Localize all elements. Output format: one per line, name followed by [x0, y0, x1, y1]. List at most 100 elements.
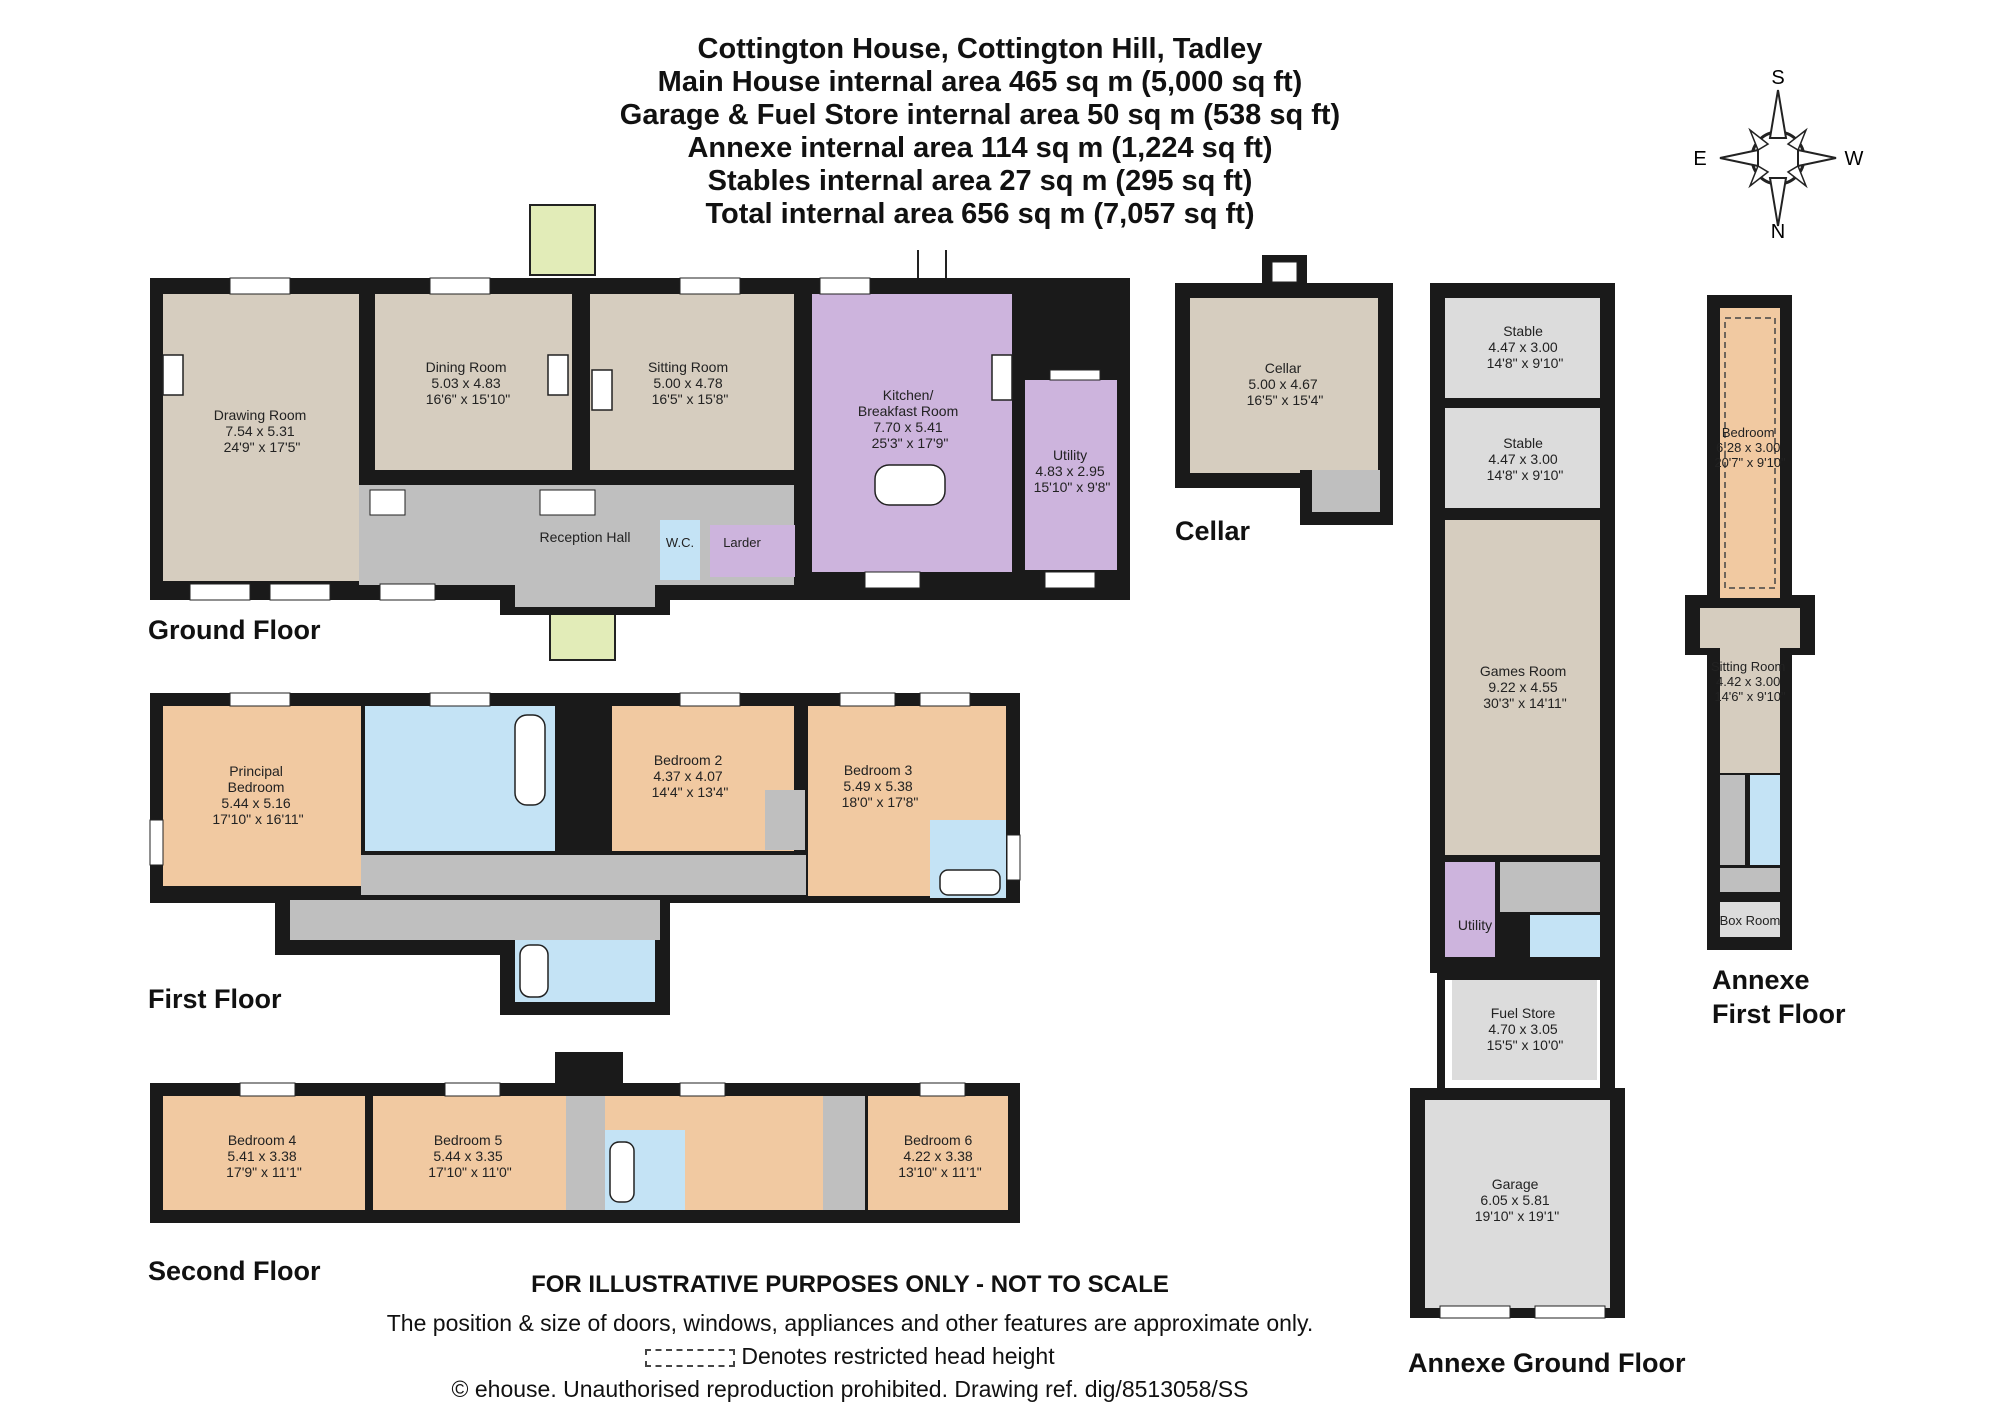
box-room-name: Box Room	[1720, 913, 1781, 928]
plan-footer: FOR ILLUSTRATIVE PURPOSES ONLY - NOT TO …	[300, 1268, 1400, 1406]
annexe-sitting-imperial: 14'6" x 9'10"	[1714, 689, 1786, 704]
games-room-metric: 9.22 x 4.55	[1488, 679, 1557, 695]
drawing-room-name: Drawing Room	[214, 407, 307, 423]
svg-text:Stable 4.47 x 3.00: Stable 4.47 x 3.00 14'8" x 9'10"	[1487, 435, 1564, 483]
garage	[1425, 1100, 1610, 1308]
annexe-first-floor-label-1: Annexe	[1712, 965, 1810, 995]
annexe-bedroom	[1720, 308, 1780, 598]
games-room	[1445, 520, 1600, 855]
svg-text:Bedroom 3 5.49 x 5.38: Bedroom 3 5.49 x 5.38 18'0" x 17'8"	[842, 762, 919, 810]
restricted-height-outline	[1724, 317, 1776, 589]
fuel-store-metric: 4.70 x 3.05	[1488, 1021, 1557, 1037]
bedroom-2-name: Bedroom 2	[654, 752, 723, 768]
svg-text:Bedroom 5 5.44 x 3.35: Bedroom 5 5.44 x 3.35 17'10" x 11'0"	[428, 1132, 512, 1180]
ground-floor-plan: Drawing Room 7.54 x 5.31 24'9" x 17'5" D…	[150, 204, 1130, 661]
disclaimer-title: FOR ILLUSTRATIVE PURPOSES ONLY - NOT TO …	[531, 1271, 1169, 1298]
total-area: Total internal area 656 sq m (7,057 sq f…	[705, 198, 1255, 230]
svg-text:Bedroom 6.28 x 3.00: Bedroom 6.28 x 3.00 20'7" x 9'10"	[1714, 425, 1786, 470]
drawing-room-metric: 7.54 x 5.31	[225, 423, 294, 439]
cellar-imperial: 16'5" x 15'4"	[1247, 392, 1324, 408]
stable-1-metric: 4.47 x 3.00	[1488, 339, 1557, 355]
property-title: Cottington House, Cottington Hill, Tadle…	[697, 33, 1263, 65]
principal-name-2: Bedroom	[228, 779, 285, 795]
principal-bedroom	[163, 706, 361, 886]
annexe-first-floor-plan: Bedroom 6.28 x 3.00 20'7" x 9'10" Sittin…	[1685, 295, 1815, 950]
annexe-bedroom-name: Bedroom	[1722, 425, 1775, 440]
fuel-store-name: Fuel Store	[1491, 1005, 1556, 1021]
bedroom-4-metric: 5.41 x 3.38	[227, 1148, 296, 1164]
sitting-room-imperial: 16'5" x 15'8"	[652, 391, 729, 407]
kitchen-name-2: Breakfast Room	[858, 403, 958, 419]
svg-text:Drawing Room 7.54 x 5.31: Drawing Room 7.54 x 5.31 24'9" x 17'5"	[214, 407, 310, 455]
cellar-room	[1190, 298, 1378, 473]
dining-room-imperial: 16'6" x 15'10"	[426, 391, 511, 407]
games-room-imperial: 30'3" x 14'11"	[1483, 695, 1567, 711]
bedroom-3-imperial: 18'0" x 17'8"	[842, 794, 919, 810]
bedroom-5-imperial: 17'10" x 11'0"	[428, 1164, 512, 1180]
svg-text:Sitting Room 5.00 x 4.78: Sitting Room 5.00 x 4.78 16'5" x 15'8"	[648, 359, 732, 407]
kitchen-breakfast-room	[812, 294, 1012, 572]
box-room	[1720, 902, 1780, 937]
annexe-sitting-name: Sitting Room	[1711, 659, 1785, 674]
fuel-store	[1452, 980, 1597, 1080]
first-floor-landing	[361, 855, 806, 895]
drawing-room	[163, 294, 359, 581]
sitting-room	[590, 294, 794, 470]
bedroom-3-metric: 5.49 x 5.38	[843, 778, 912, 794]
bedroom-5	[373, 1096, 566, 1210]
reception-hall-name: Reception Hall	[539, 529, 630, 545]
bedroom-6-metric: 4.22 x 3.38	[903, 1148, 972, 1164]
bedroom-6-imperial: 13'10" x 11'1"	[898, 1164, 982, 1180]
stable-1-name: Stable	[1503, 323, 1543, 339]
utility-name: Utility	[1053, 447, 1087, 463]
compass-rose-icon: S N E W	[1693, 68, 1864, 238]
annexe-ground-floor-label: Annexe Ground Floor	[1408, 1348, 1686, 1378]
copyright-text: © ehouse. Unauthorised reproduction proh…	[451, 1376, 1249, 1402]
stable-1-imperial: 14'8" x 9'10"	[1487, 355, 1564, 371]
svg-text:Principal Bedroom: Principal Bedroom 5.44 x 5.16 17'10" x 1…	[212, 763, 303, 827]
second-floor-label: Second Floor	[148, 1256, 321, 1286]
restricted-height-text: Denotes restricted head height	[741, 1343, 1055, 1369]
principal-metric: 5.44 x 5.16	[221, 795, 290, 811]
larder-name: Larder	[723, 535, 761, 550]
dining-room-metric: 5.03 x 4.83	[431, 375, 500, 391]
cellar-plan: Cellar 5.00 x 4.67 16'5" x 15'4"	[1175, 255, 1393, 525]
svg-text:Kitchen/ Breakfast Room: Kitchen/ Breakfast Room 7.70 x 5.41 25'3…	[858, 387, 962, 451]
stable-2-name: Stable	[1503, 435, 1543, 451]
stable-1	[1445, 298, 1600, 398]
bedroom-5-metric: 5.44 x 3.35	[433, 1148, 502, 1164]
bedroom-6-name: Bedroom 6	[904, 1132, 973, 1148]
bedroom-6	[868, 1096, 1008, 1210]
kitchen-metric: 7.70 x 5.41	[873, 419, 942, 435]
second-floor-plan: Bedroom 4 5.41 x 3.38 17'9" x 11'1" Bedr…	[150, 1052, 1020, 1223]
ground-floor-label: Ground Floor	[148, 615, 321, 645]
annexe-bedroom-metric: 6.28 x 3.00	[1716, 440, 1780, 455]
fuel-store-imperial: 15'5" x 10'0"	[1487, 1037, 1564, 1053]
svg-text:Dining Room 5.03 x 4.83: Dining Room 5.03 x 4.83 16'6" x 15'10"	[426, 359, 511, 407]
rear-porch	[529, 204, 596, 276]
annexe-bedroom-imperial: 20'7" x 9'10"	[1714, 455, 1786, 470]
dining-room	[375, 294, 572, 470]
svg-text:Bedroom 6 4.22 x 3.38: Bedroom 6 4.22 x 3.38 13'10" x 11'1"	[898, 1132, 982, 1180]
garage-name: Garage	[1492, 1176, 1539, 1192]
svg-text:Cellar 5.00 x 4.67: Cellar 5.00 x 4.67 16'5" x 15'4"	[1247, 360, 1324, 408]
plan-header: Cottington House, Cottington Hill, Tadle…	[600, 33, 1360, 231]
bedroom-4-name: Bedroom 4	[228, 1132, 297, 1148]
svg-text:Fuel Store 4.70 x 3.05: Fuel Store 4.70 x 3.05 15'5" x 10'0"	[1487, 1005, 1564, 1053]
disclaimer-text: The position & size of doors, windows, a…	[386, 1310, 1314, 1336]
bedroom-2-metric: 4.37 x 4.07	[653, 768, 722, 784]
stable-2	[1445, 408, 1600, 508]
kitchen-name-1: Kitchen/	[883, 387, 934, 403]
compass-w: W	[1845, 148, 1864, 170]
stable-2-metric: 4.47 x 3.00	[1488, 451, 1557, 467]
main-house-area: Main House internal area 465 sq m (5,000…	[657, 66, 1303, 98]
annexe-utility	[1445, 862, 1495, 957]
svg-text:Stable 4.47 x 3.00: Stable 4.47 x 3.00 14'8" x 9'10"	[1487, 323, 1564, 371]
stables-area: Stables internal area 27 sq m (295 sq ft…	[707, 165, 1253, 197]
annexe-utility-name: Utility	[1458, 917, 1492, 933]
svg-text:Garage 6.05 x 5.81: Garage 6.05 x 5.81 19'10" x 19'1"	[1475, 1176, 1560, 1224]
principal-name-1: Principal	[229, 763, 283, 779]
annexe-sitting-metric: 4.42 x 3.00	[1716, 674, 1780, 689]
dining-room-name: Dining Room	[426, 359, 507, 375]
